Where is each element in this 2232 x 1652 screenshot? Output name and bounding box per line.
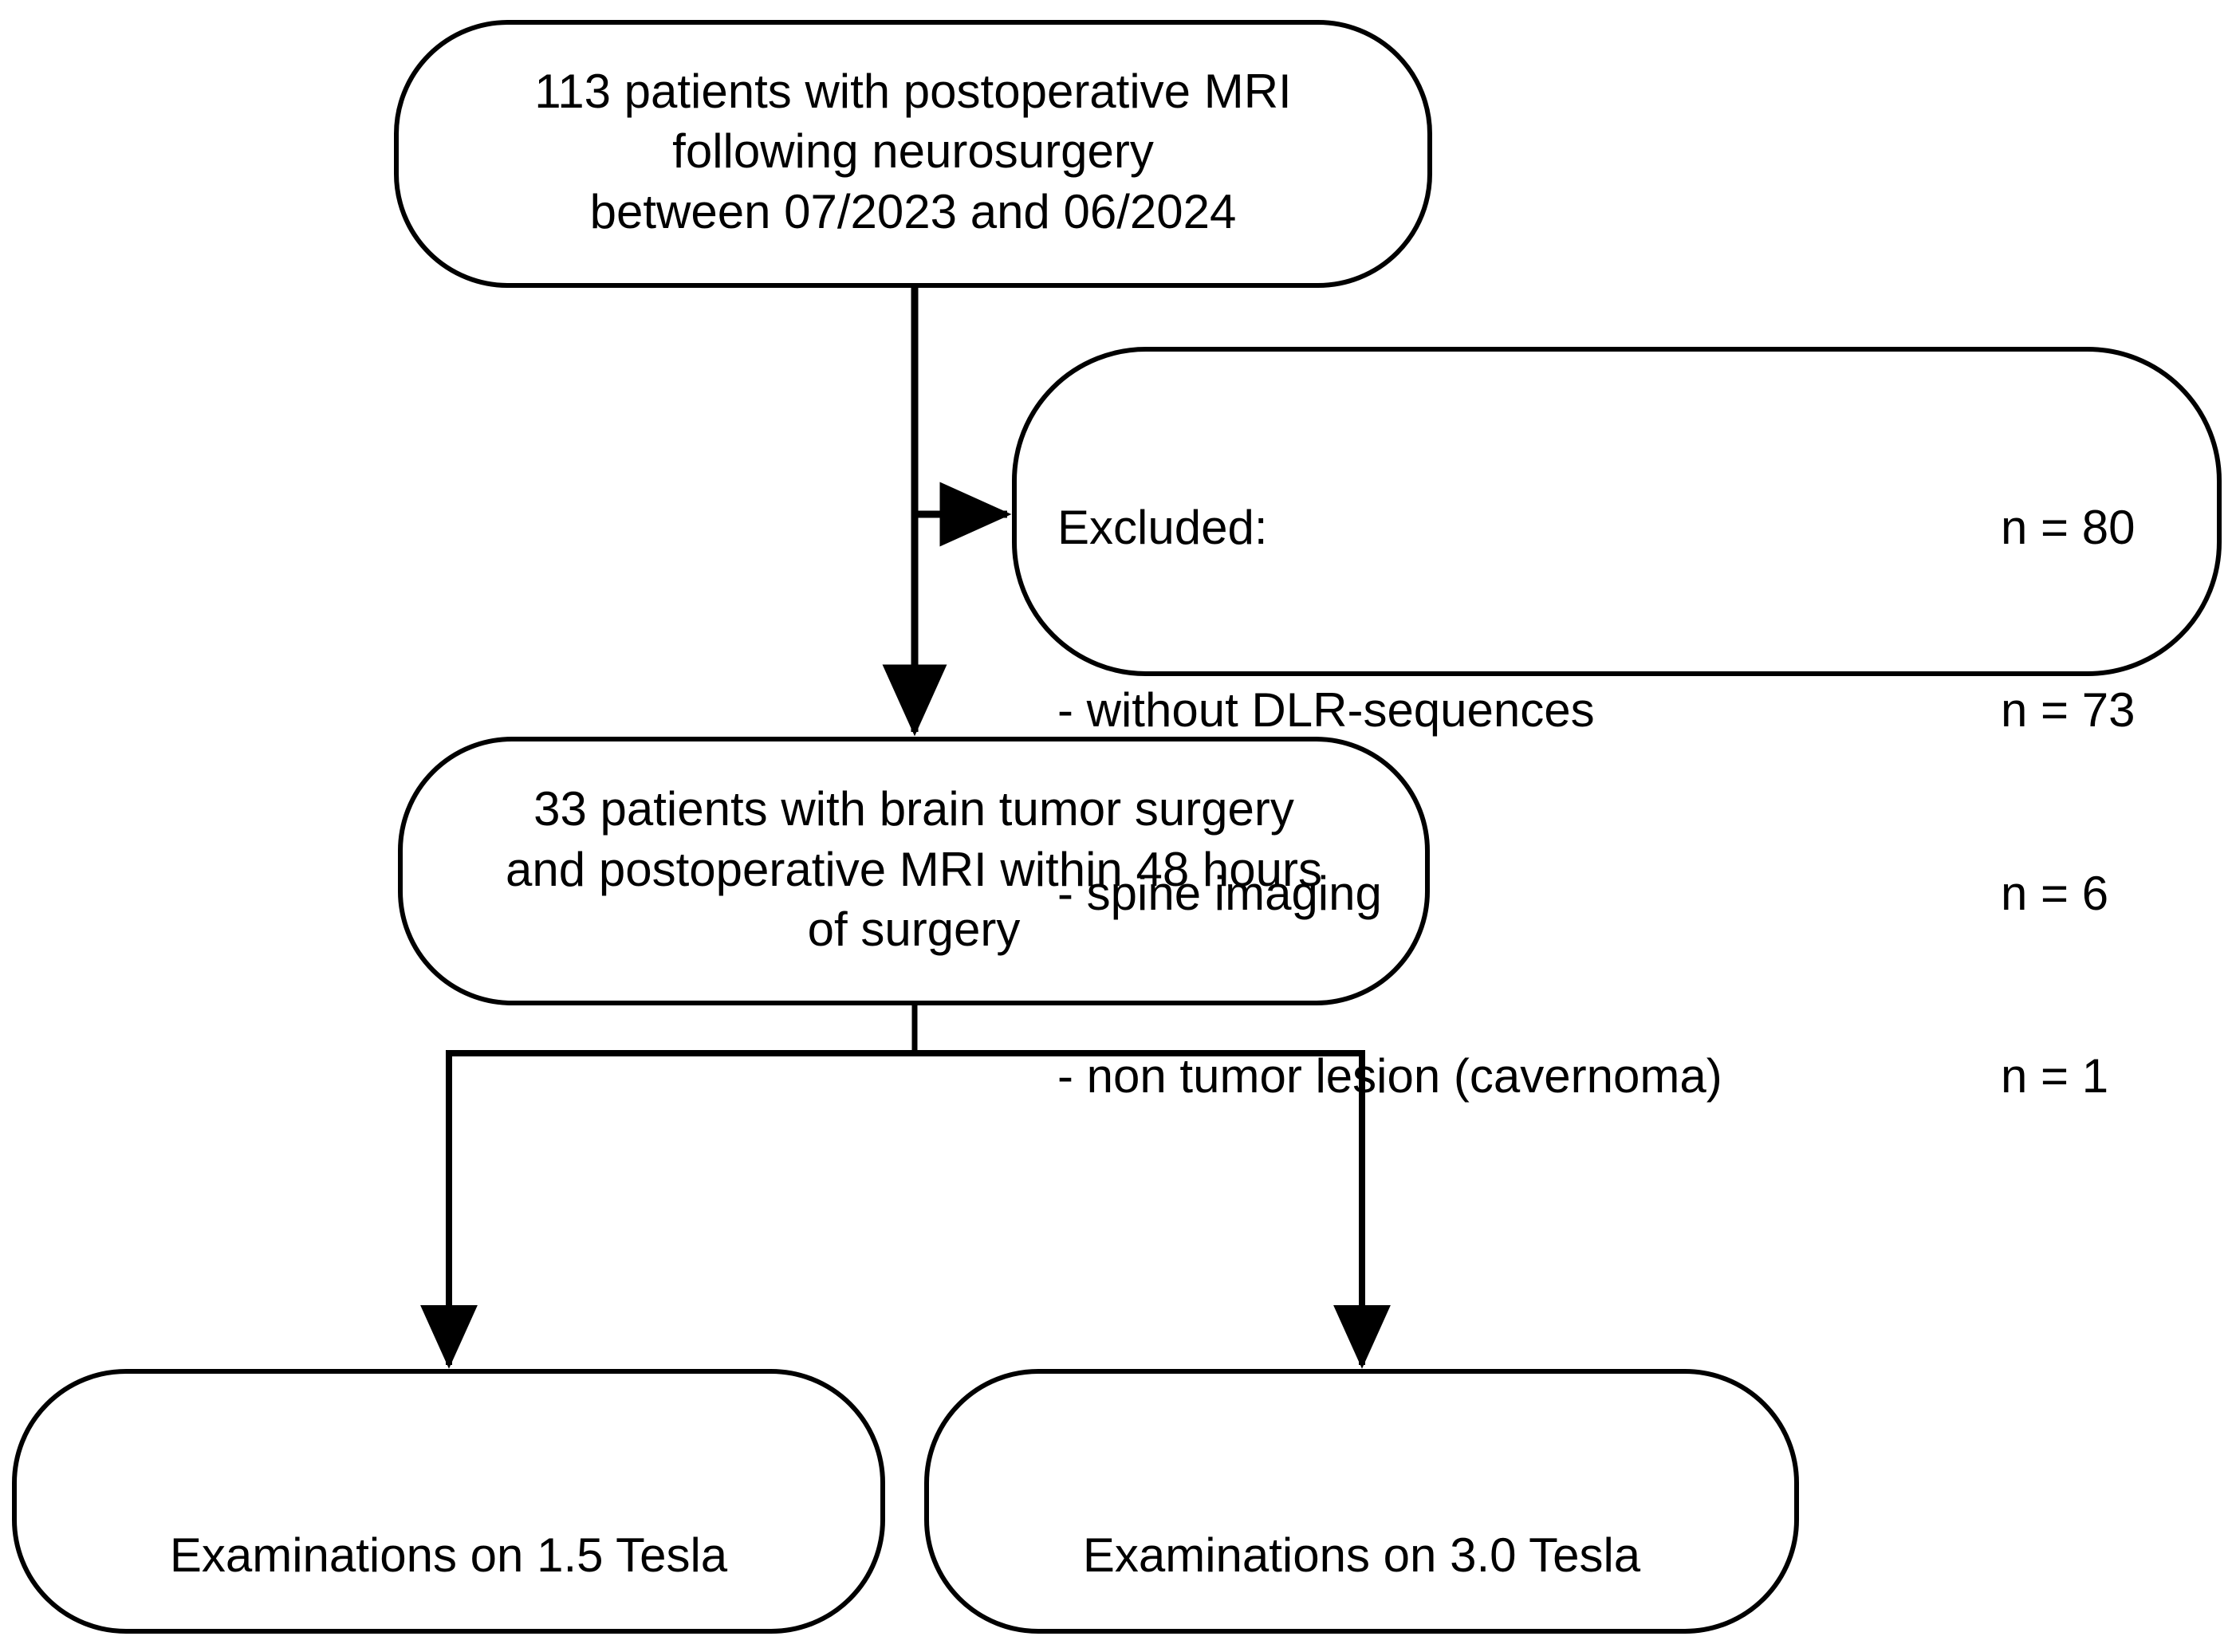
node-shape-excluded (1012, 347, 2222, 676)
node-shape-bottom-right (924, 1369, 1799, 1634)
node-shape-bottom-left (12, 1369, 885, 1634)
node-shape-top (394, 20, 1432, 288)
node-shape-middle (398, 737, 1430, 1005)
